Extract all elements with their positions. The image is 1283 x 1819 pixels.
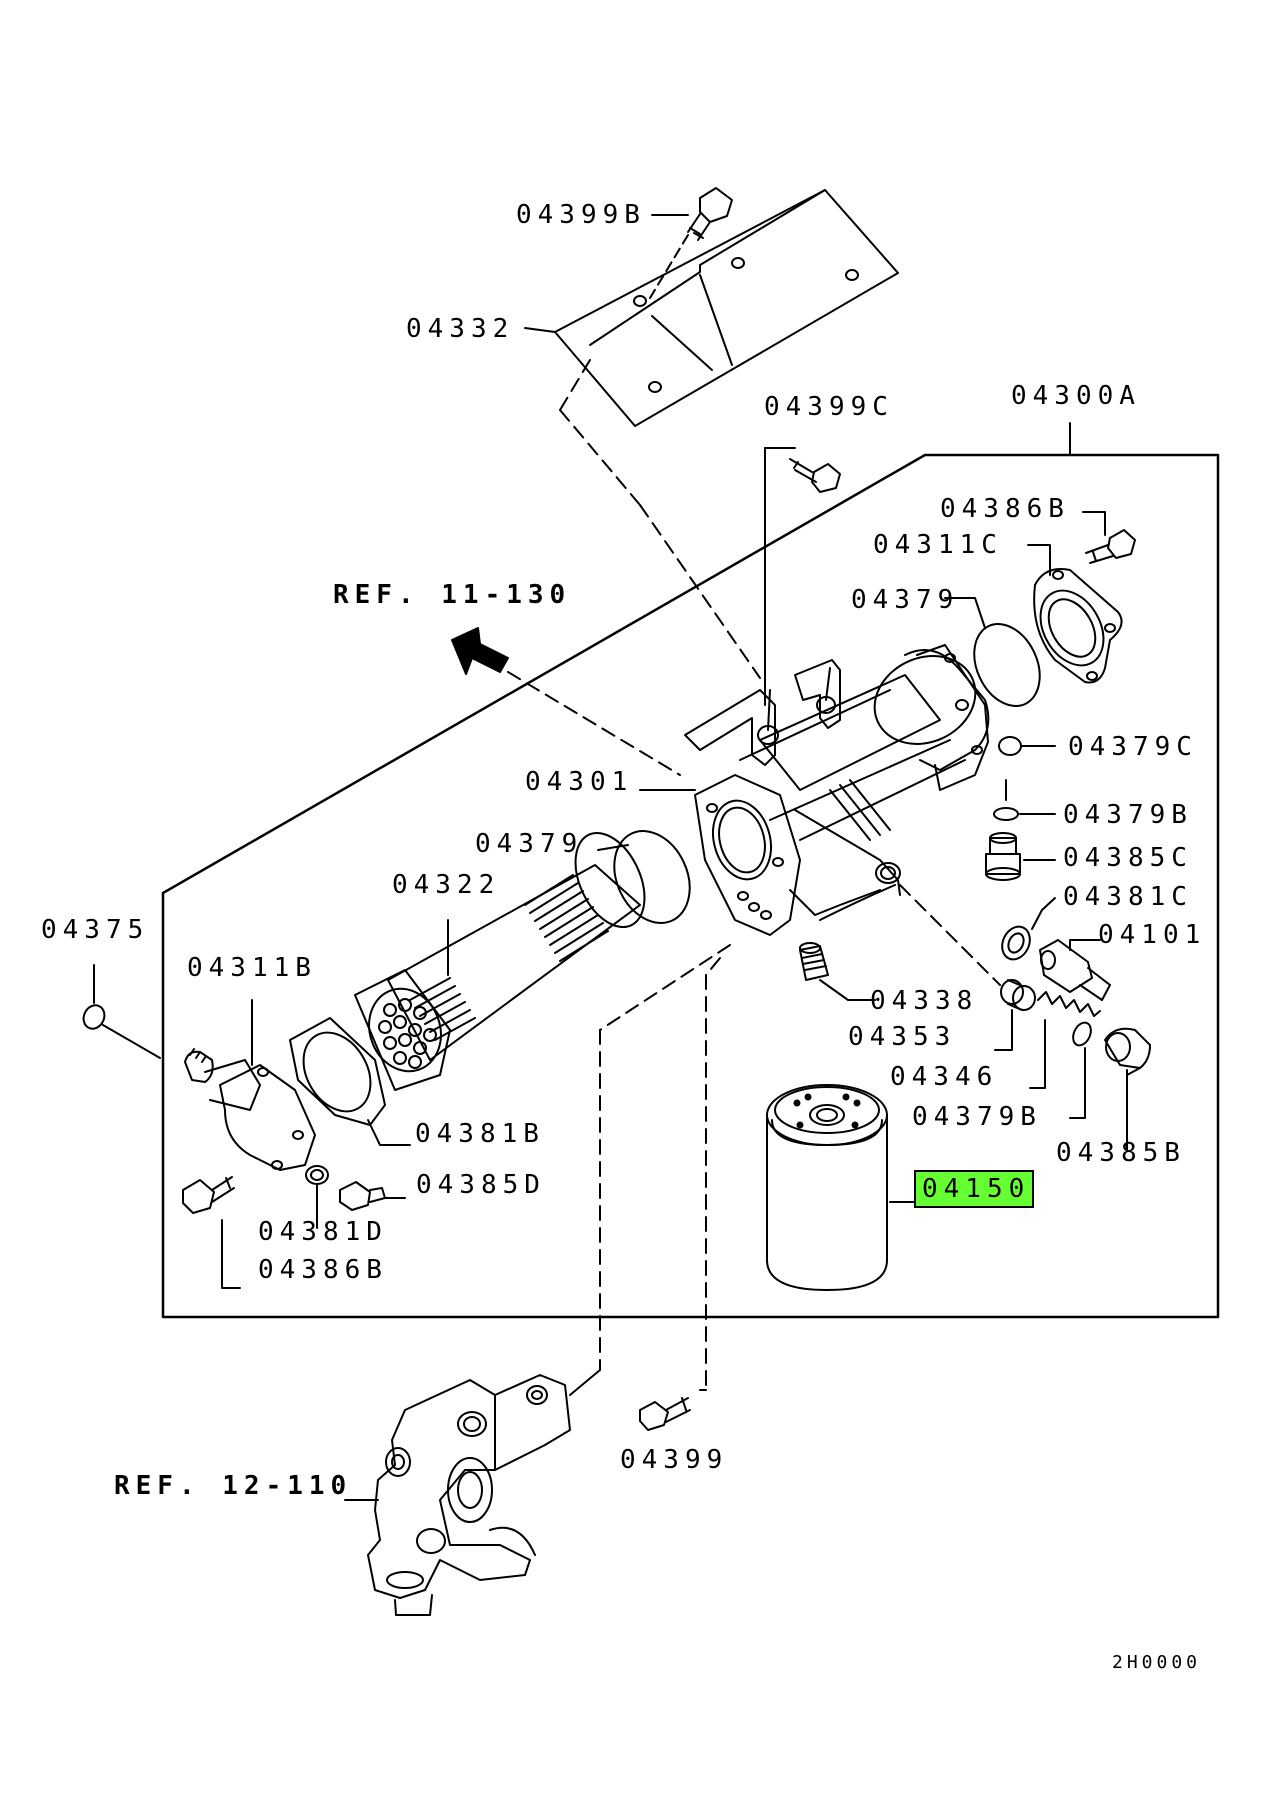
part-label-04150-highlighted[interactable]: 04150 [914, 1170, 1035, 1208]
cover-04311C[interactable] [1028, 568, 1123, 684]
part-label-04353[interactable]: 04353 [848, 1022, 957, 1052]
spring-04346[interactable] [1037, 991, 1101, 1017]
bolt-04386B-bottom[interactable] [182, 1176, 235, 1214]
plug-04385D[interactable] [339, 1181, 386, 1211]
bolt-04399[interactable] [639, 1397, 691, 1431]
o-ring-04379-top[interactable] [962, 613, 1053, 716]
ref-label-12-110[interactable]: REF. 12-110 [114, 1471, 353, 1501]
part-label-04375[interactable]: 04375 [41, 915, 150, 945]
part-label-04381D[interactable]: 04381D [258, 1217, 388, 1247]
o-ring-04379C[interactable] [998, 736, 1022, 756]
gasket-04381C[interactable] [997, 922, 1035, 964]
part-label-04332[interactable]: 04332 [406, 314, 515, 344]
part-label-04300A[interactable]: 04300A [1011, 381, 1141, 411]
plug-04385C[interactable] [985, 832, 1021, 881]
plug-04385B[interactable] [1104, 1027, 1151, 1076]
bolt-04399B[interactable] [687, 187, 733, 241]
part-label-04301[interactable]: 04301 [525, 767, 634, 797]
assembly-boundary [161, 453, 1220, 1319]
part-label-04322[interactable]: 04322 [392, 870, 501, 900]
diagram-code: 2H0000 [1112, 1652, 1202, 1673]
part-label-04386B-bottom[interactable]: 04386B [258, 1255, 388, 1285]
part-label-04381B[interactable]: 04381B [415, 1119, 545, 1149]
gasket-04381B[interactable] [289, 1017, 386, 1126]
cooler-element-04322[interactable] [354, 822, 658, 1091]
bolt-04399C[interactable] [789, 458, 841, 493]
part-label-04311C[interactable]: 04311C [873, 530, 1003, 560]
ref-label-11-130[interactable]: REF. 11-130 [333, 580, 572, 610]
part-label-04101[interactable]: 04101 [1098, 920, 1207, 950]
valve-04353[interactable] [1000, 979, 1036, 1011]
part-label-04311B[interactable]: 04311B [187, 953, 317, 983]
part-label-04379-mid[interactable]: 04379 [475, 829, 584, 859]
part-label-04399[interactable]: 04399 [620, 1445, 729, 1475]
housing-04301[interactable] [684, 640, 990, 936]
part-label-04338[interactable]: 04338 [870, 986, 979, 1016]
part-label-04379C[interactable]: 04379C [1068, 732, 1198, 762]
part-label-04379B-bottom[interactable]: 04379B [912, 1102, 1042, 1132]
lower-housing-ref-12-110 [367, 1374, 571, 1616]
part-label-04386B-top[interactable]: 04386B [940, 494, 1070, 524]
part-label-04385B[interactable]: 04385B [1056, 1138, 1186, 1168]
ref-arrow-11-130 [451, 627, 681, 776]
o-ring-04379B-bottom[interactable] [1070, 1020, 1095, 1049]
part-label-04385C[interactable]: 04385C [1063, 843, 1193, 873]
part-label-04381C[interactable]: 04381C [1063, 882, 1193, 912]
bracket-plate-04332[interactable] [554, 189, 899, 427]
o-ring-04379-mid[interactable] [600, 819, 704, 936]
part-label-04399C[interactable]: 04399C [764, 392, 894, 422]
oil-filter-04150[interactable] [766, 1084, 888, 1291]
washer-04381D[interactable] [305, 1165, 329, 1185]
sensor-04101[interactable] [1039, 939, 1111, 1001]
o-ring-04379B-top[interactable] [993, 807, 1019, 821]
plug-04338[interactable] [799, 942, 829, 981]
part-label-04399B[interactable]: 04399B [516, 200, 646, 230]
cover-04311B[interactable] [184, 1048, 316, 1171]
part-label-04346[interactable]: 04346 [890, 1062, 999, 1092]
bolt-04386B-top[interactable] [1085, 529, 1136, 564]
part-label-04379B-top[interactable]: 04379B [1063, 800, 1193, 830]
o-ring-04375[interactable] [80, 1002, 108, 1032]
part-label-04379-top[interactable]: 04379 [851, 585, 960, 615]
part-label-04385D[interactable]: 04385D [416, 1170, 546, 1200]
